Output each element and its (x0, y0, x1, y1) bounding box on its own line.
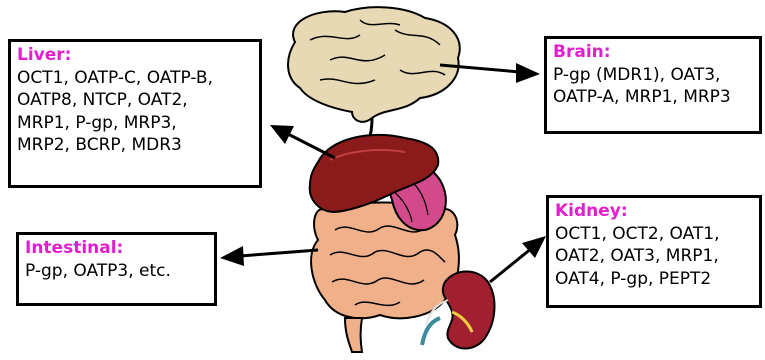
arrow-to-kidney (490, 236, 546, 282)
brain-title: Brain: (553, 41, 753, 64)
brain-transporters: P-gp (MDR1), OAT3, OATP-A, MRP1, MRP3 (553, 64, 753, 109)
brain-label-box: Brain: P-gp (MDR1), OAT3, OATP-A, MRP1, … (544, 36, 762, 134)
kidney-transporters: OCT1, OCT2, OAT1, OAT2, OAT3, MRP1, OAT4… (555, 223, 753, 291)
arrow-to-intestinal (220, 246, 318, 266)
liver-label-box: Liver: OCT1, OATP-C, OATP-B, OATP8, NTCP… (8, 39, 262, 188)
brain-illustration (288, 7, 460, 150)
arrow-to-liver (270, 125, 335, 158)
intestinal-label-box: Intestinal: P-gp, OATP3, etc. (16, 232, 217, 306)
liver-title: Liver: (17, 44, 253, 67)
kidney-label-box: Kidney: OCT1, OCT2, OAT1, OAT2, OAT3, MR… (546, 195, 762, 308)
intestinal-title: Intestinal: (25, 237, 208, 260)
liver-transporters: OCT1, OATP-C, OATP-B, OATP8, NTCP, OAT2,… (17, 67, 253, 157)
intestinal-transporters: P-gp, OATP3, etc. (25, 260, 208, 283)
kidney-title: Kidney: (555, 200, 753, 223)
